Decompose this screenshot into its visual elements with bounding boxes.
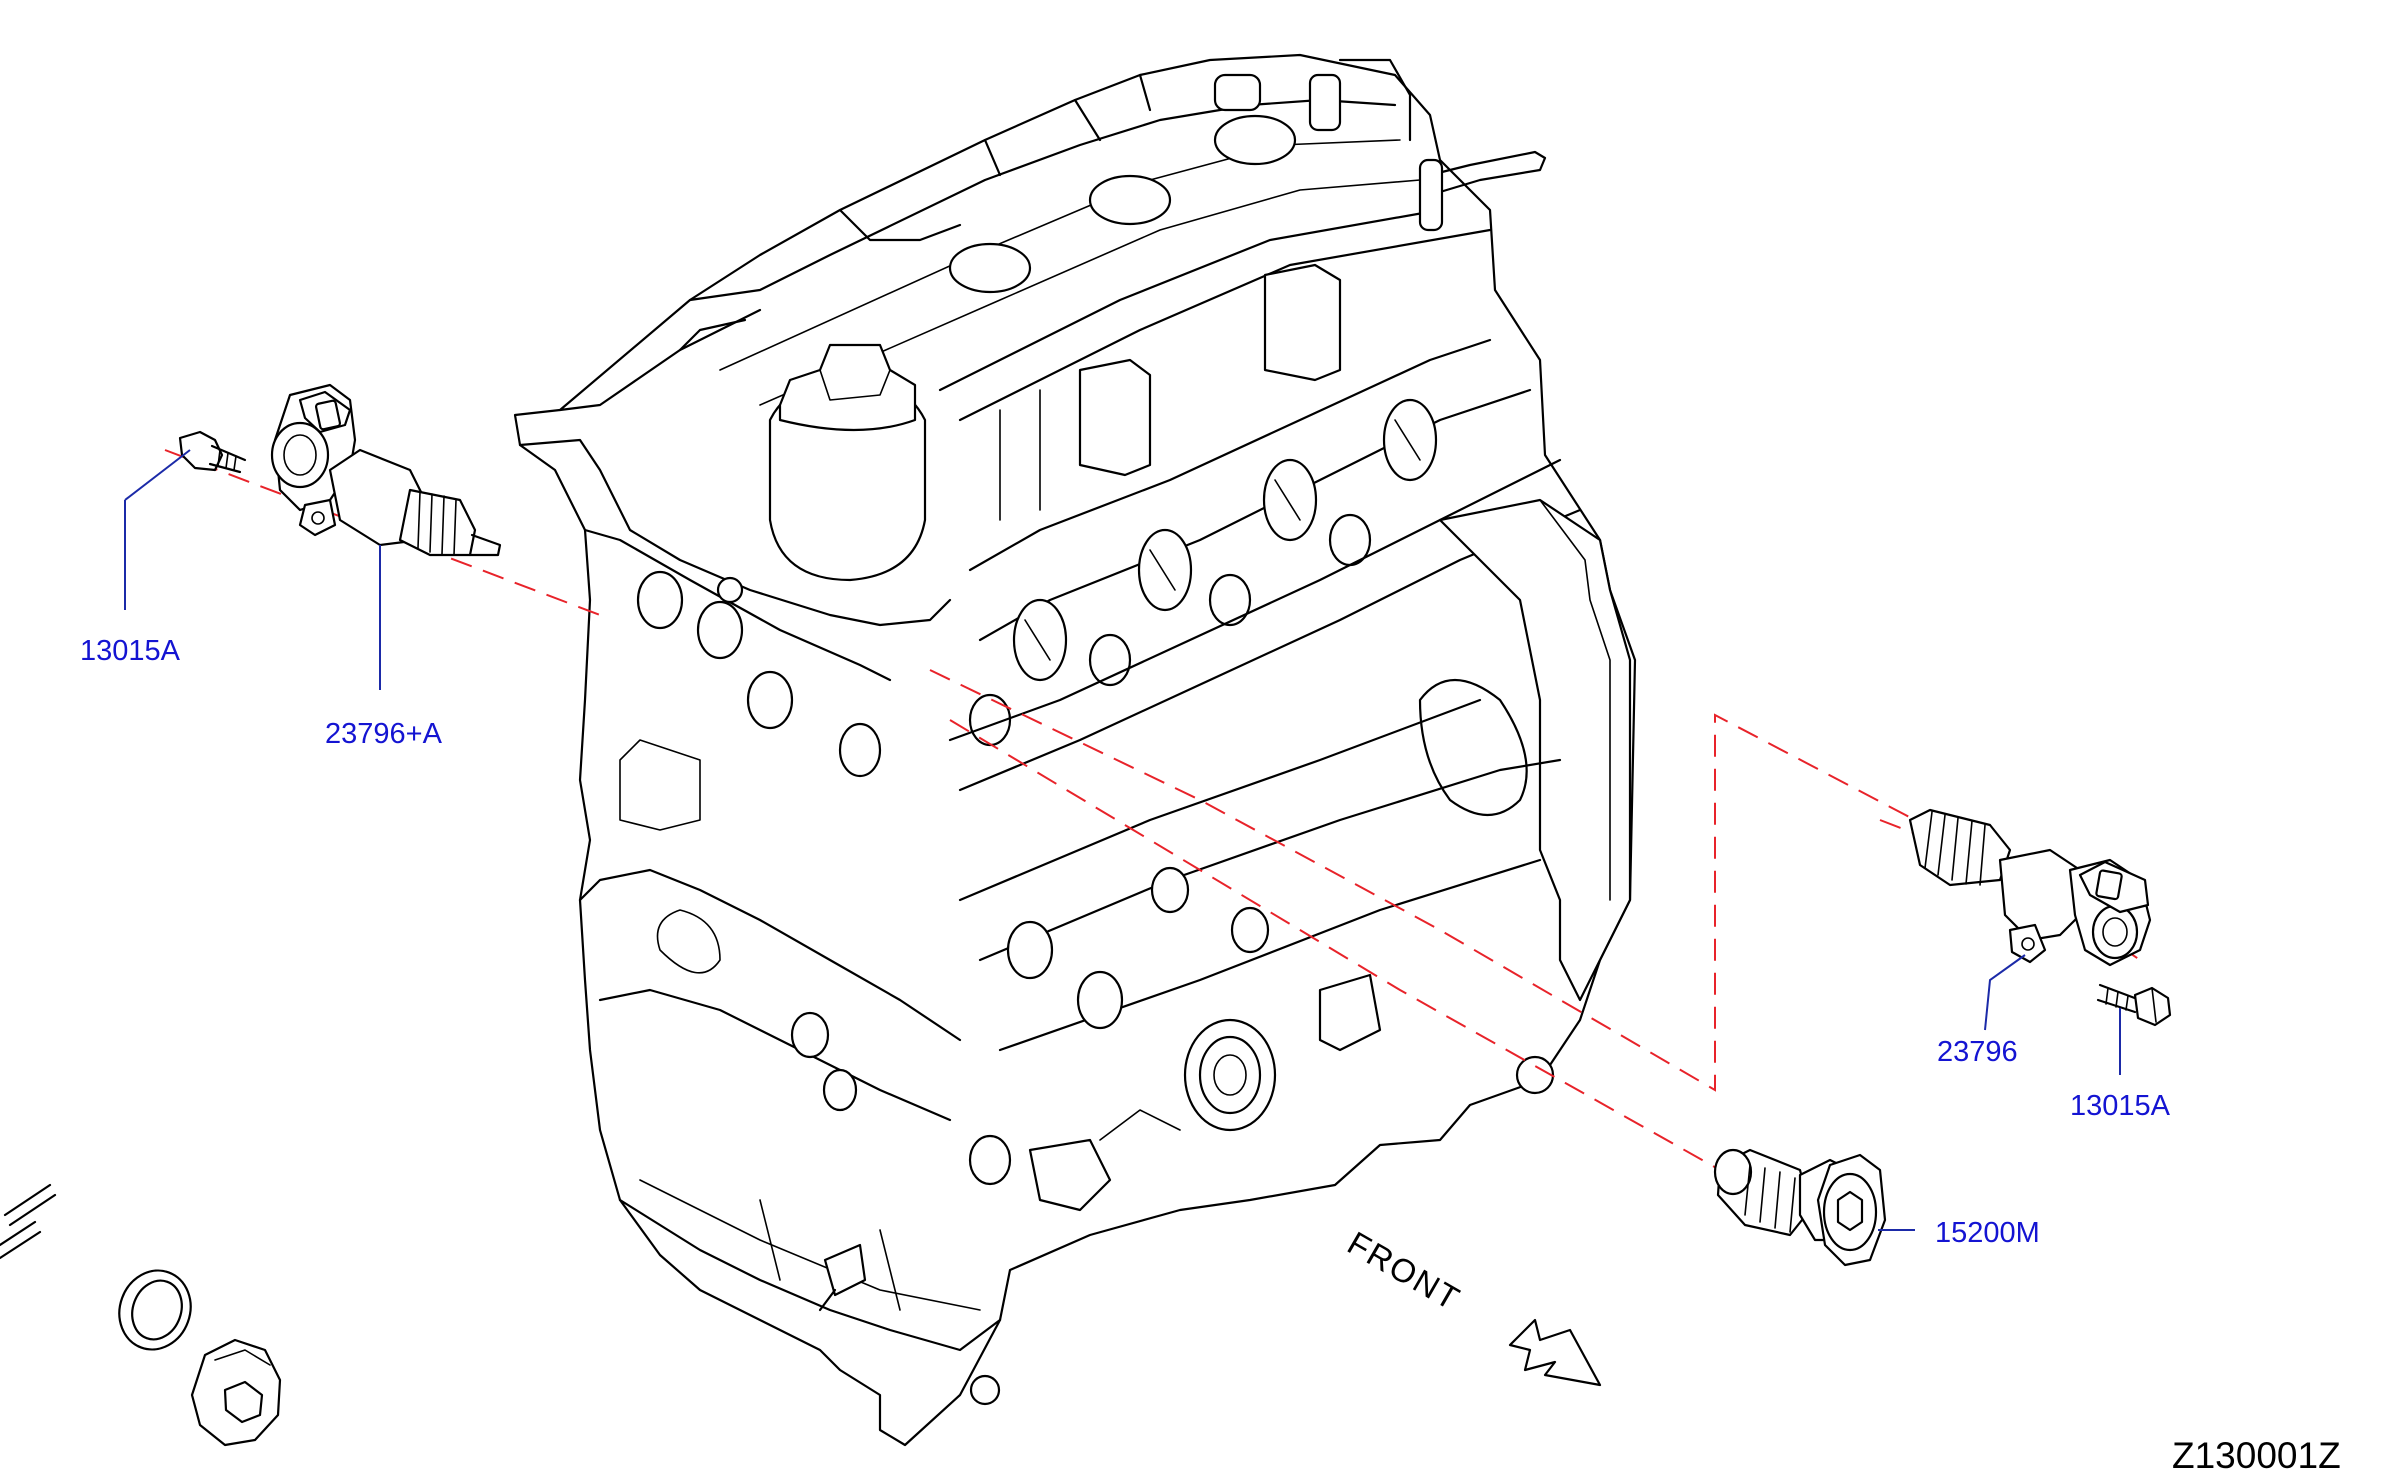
callout-solenoid-right: 23796 [1937, 1036, 2018, 1068]
callout-solenoid-left: 23796+A [325, 718, 443, 750]
bolt-left [178, 430, 247, 474]
front-arrow-icon [1508, 1318, 1602, 1387]
front-label: FRONT [1342, 1224, 1468, 1318]
leader-solenoid-right [1984, 954, 2026, 1031]
callout-bolt-right: 13015A [2070, 1090, 2171, 1122]
timing-cover [1438, 498, 1632, 1002]
engine-outline [513, 53, 1637, 1447]
engine-assembly [513, 53, 1637, 1447]
bolt-right [2096, 983, 2172, 1027]
front-indicator: FRONT [1342, 1224, 1602, 1387]
diagram-code: Z130001Z [2172, 1435, 2341, 1476]
solenoid-right [1908, 808, 2152, 967]
lower-left-parts [0, 1183, 282, 1447]
oil-pan [618, 1198, 1002, 1352]
solenoid-left [270, 383, 502, 557]
oil-filter-element [1713, 1148, 1887, 1267]
callout-filter: 15200M [1935, 1217, 2040, 1249]
callout-bolt-left: 13015A [80, 635, 181, 667]
drain-plug [190, 1338, 282, 1447]
leader-bolt-left [124, 449, 191, 501]
